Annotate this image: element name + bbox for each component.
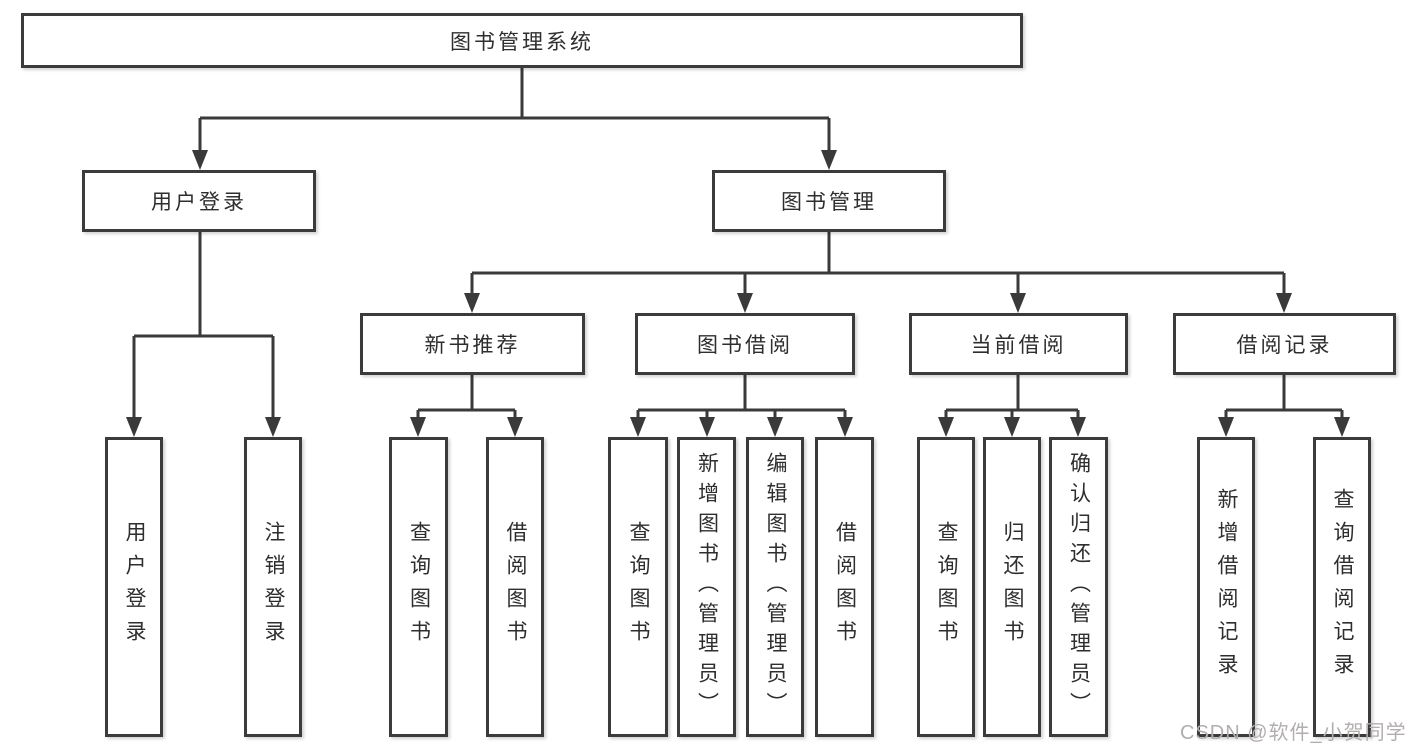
csdn-watermark: CSDN @软件_小贺同学	[1180, 722, 1405, 744]
leaf-add-borrow-record-label: 新增借阅记录	[1215, 488, 1238, 686]
node-current-borrow: 当前借阅	[909, 313, 1128, 375]
node-new-book-recommend: 新书推荐	[360, 313, 585, 375]
node-root-label: 图书管理系统	[450, 30, 594, 54]
leaf-logout: 注销登录	[244, 437, 302, 737]
node-user-login-branch-label: 用户登录	[151, 191, 247, 214]
node-new-book-recommend-label: 新书推荐	[424, 334, 521, 357]
leaf-current-query-books: 查询图书	[917, 437, 975, 737]
node-root: 图书管理系统	[21, 13, 1023, 68]
leaf-user-login: 用户登录	[105, 437, 163, 737]
leaf-return-books: 归还图书	[983, 437, 1041, 737]
node-current-borrow-label: 当前借阅	[970, 334, 1067, 357]
leaf-add-borrow-record: 新增借阅记录	[1197, 437, 1255, 737]
leaf-recommend-query-books: 查询图书	[389, 437, 448, 737]
leaf-confirm-return-admin-label: 确认归还（管理员）	[1067, 452, 1091, 722]
leaf-logout-label: 注销登录	[262, 521, 285, 653]
leaf-borrow-query-books: 查询图书	[608, 437, 668, 737]
node-borrow-records-label: 借阅记录	[1236, 334, 1333, 357]
leaf-current-query-books-label: 查询图书	[935, 521, 958, 653]
leaf-add-books-admin: 新增图书（管理员）	[677, 437, 736, 737]
leaf-edit-books-admin: 编辑图书（管理员）	[746, 437, 804, 737]
leaf-query-borrow-record: 查询借阅记录	[1313, 437, 1371, 737]
leaf-user-login-label: 用户登录	[123, 521, 146, 653]
node-borrow-records: 借阅记录	[1173, 313, 1396, 375]
leaf-add-books-admin-label: 新增图书（管理员）	[695, 452, 719, 722]
leaf-borrow-books-label: 借阅图书	[833, 521, 857, 653]
node-book-borrow-label: 图书借阅	[697, 334, 793, 357]
leaf-recommend-borrow-books: 借阅图书	[486, 437, 544, 737]
leaf-borrow-books: 借阅图书	[815, 437, 874, 737]
node-book-management-label: 图书管理	[781, 191, 877, 214]
leaf-recommend-borrow-books-label: 借阅图书	[504, 521, 527, 653]
leaf-edit-books-admin-label: 编辑图书（管理员）	[764, 452, 787, 722]
node-book-borrow: 图书借阅	[635, 313, 855, 375]
leaf-recommend-query-books-label: 查询图书	[407, 521, 431, 653]
node-book-management: 图书管理	[712, 170, 946, 232]
node-user-login-branch: 用户登录	[82, 170, 316, 232]
leaf-query-borrow-record-label: 查询借阅记录	[1331, 488, 1354, 686]
leaf-confirm-return-admin: 确认归还（管理员）	[1049, 437, 1108, 737]
leaf-borrow-query-books-label: 查询图书	[627, 521, 650, 653]
leaf-return-books-label: 归还图书	[1001, 521, 1024, 653]
